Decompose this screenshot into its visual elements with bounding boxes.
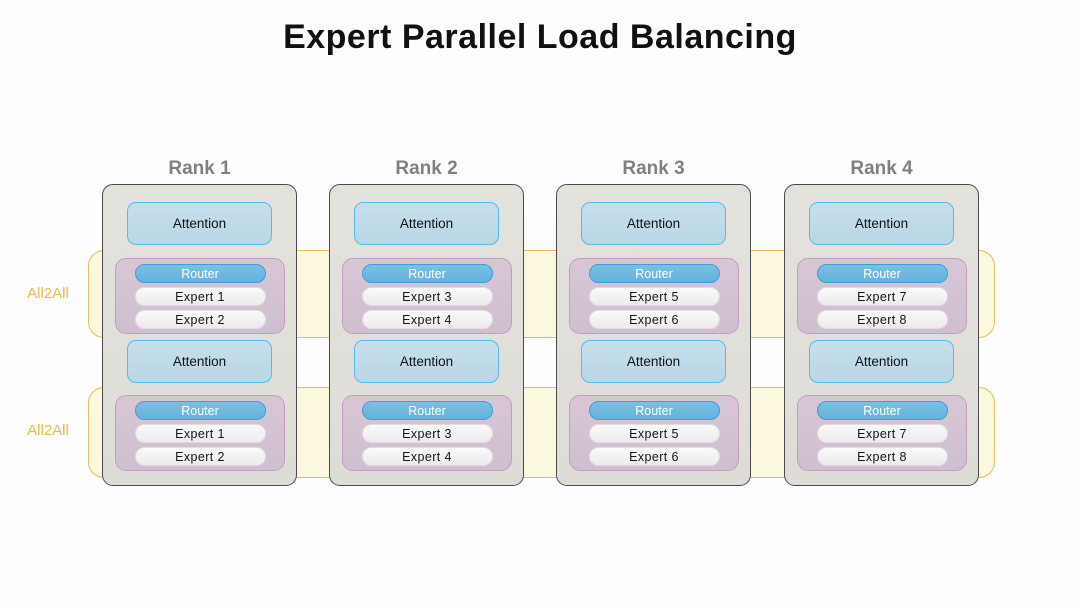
expert-block: Expert 5 xyxy=(588,424,720,443)
moe-block: Router Expert 1 Expert 2 xyxy=(115,395,285,471)
attention-block: Attention xyxy=(809,340,954,383)
rank-label-2: Rank 2 xyxy=(395,158,458,179)
attention-block: Attention xyxy=(809,202,954,245)
router-block: Router xyxy=(816,401,948,420)
expert-block: Expert 3 xyxy=(361,287,493,306)
rank-column-4: Attention Router Expert 7 Expert 8 Atten… xyxy=(784,184,979,486)
attention-block: Attention xyxy=(581,202,726,245)
router-block: Router xyxy=(134,401,266,420)
attention-block: Attention xyxy=(354,202,499,245)
attention-block: Attention xyxy=(127,340,272,383)
rank-label-3: Rank 3 xyxy=(622,158,685,179)
expert-block: Expert 6 xyxy=(588,310,720,329)
rank-column-3: Attention Router Expert 5 Expert 6 Atten… xyxy=(556,184,751,486)
expert-block: Expert 2 xyxy=(134,310,266,329)
router-block: Router xyxy=(361,264,493,283)
expert-block: Expert 1 xyxy=(134,287,266,306)
moe-block: Router Expert 1 Expert 2 xyxy=(115,258,285,334)
expert-block: Expert 4 xyxy=(361,447,493,466)
rank-label-4: Rank 4 xyxy=(850,158,913,179)
moe-block: Router Expert 7 Expert 8 xyxy=(797,258,967,334)
router-block: Router xyxy=(588,401,720,420)
expert-block: Expert 8 xyxy=(816,447,948,466)
moe-block: Router Expert 7 Expert 8 xyxy=(797,395,967,471)
moe-block: Router Expert 5 Expert 6 xyxy=(569,395,739,471)
router-block: Router xyxy=(588,264,720,283)
expert-block: Expert 4 xyxy=(361,310,493,329)
expert-block: Expert 5 xyxy=(588,287,720,306)
moe-block: Router Expert 3 Expert 4 xyxy=(342,395,512,471)
attention-block: Attention xyxy=(354,340,499,383)
moe-block: Router Expert 3 Expert 4 xyxy=(342,258,512,334)
all2all-label-1: All2All xyxy=(27,285,69,302)
router-block: Router xyxy=(134,264,266,283)
attention-block: Attention xyxy=(581,340,726,383)
rank-column-1: Attention Router Expert 1 Expert 2 Atten… xyxy=(102,184,297,486)
rank-column-2: Attention Router Expert 3 Expert 4 Atten… xyxy=(329,184,524,486)
router-block: Router xyxy=(361,401,493,420)
moe-block: Router Expert 5 Expert 6 xyxy=(569,258,739,334)
all2all-label-2: All2All xyxy=(27,422,69,439)
expert-block: Expert 2 xyxy=(134,447,266,466)
expert-block: Expert 6 xyxy=(588,447,720,466)
page-title: Expert Parallel Load Balancing xyxy=(283,18,797,56)
expert-block: Expert 7 xyxy=(816,424,948,443)
expert-block: Expert 1 xyxy=(134,424,266,443)
rank-label-1: Rank 1 xyxy=(168,158,231,179)
router-block: Router xyxy=(816,264,948,283)
expert-block: Expert 7 xyxy=(816,287,948,306)
attention-block: Attention xyxy=(127,202,272,245)
expert-block: Expert 3 xyxy=(361,424,493,443)
expert-block: Expert 8 xyxy=(816,310,948,329)
